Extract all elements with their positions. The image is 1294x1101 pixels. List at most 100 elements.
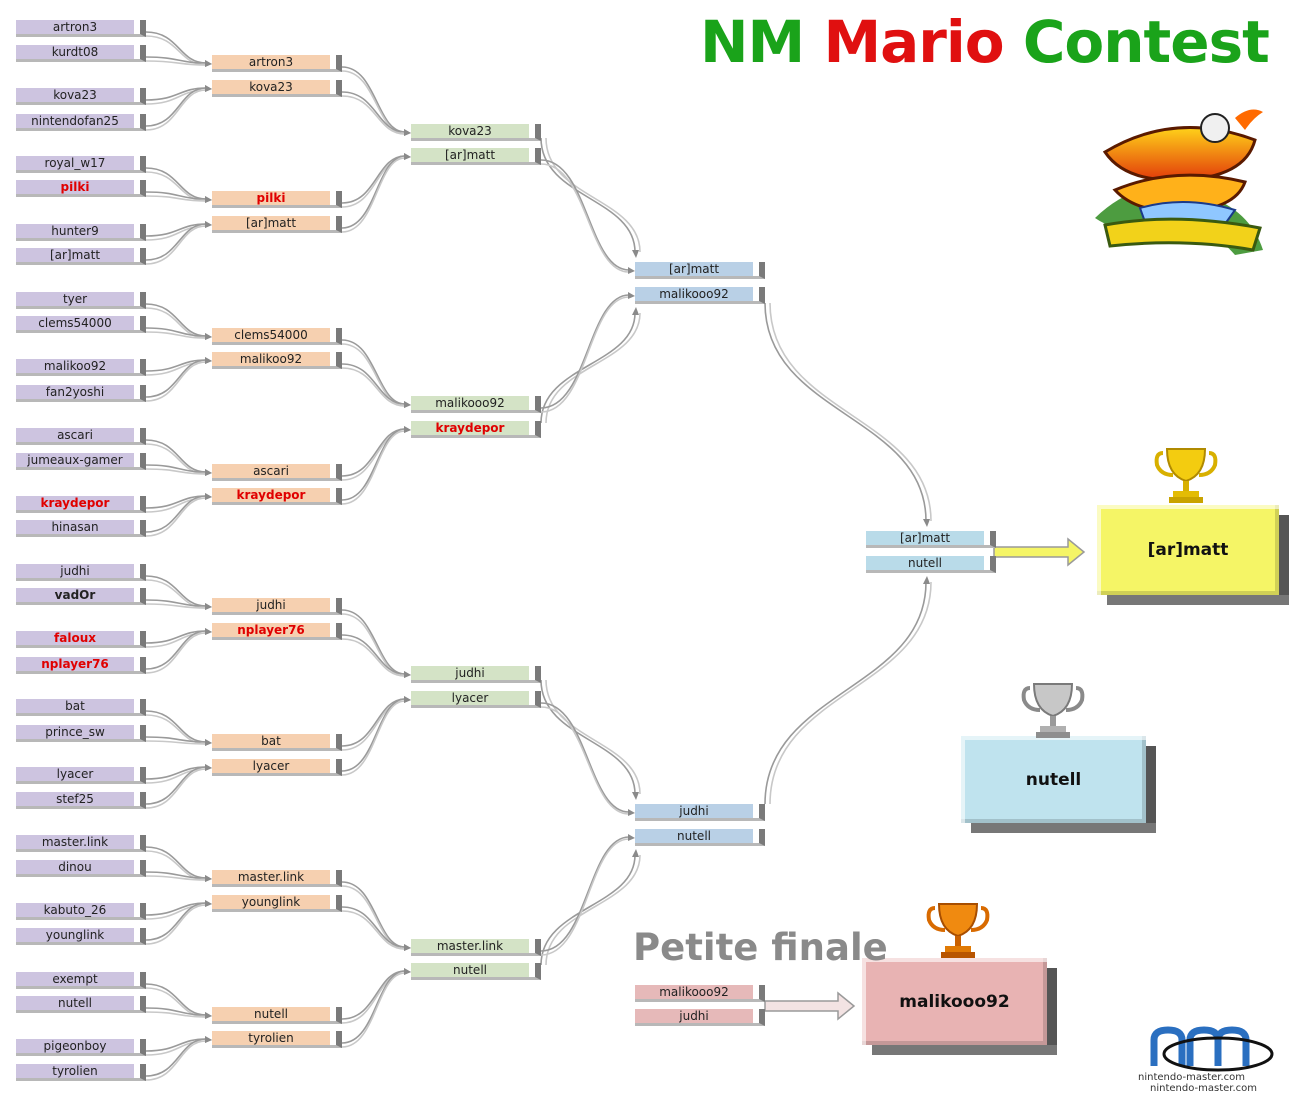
round3-player-slot: judhi [411,666,541,683]
page-title: NM Mario Contest [700,8,1270,76]
round1-player-slot: malikoo92 [16,359,146,376]
round1-player-slot: nintendofan25 [16,114,146,131]
bracket-connector [540,292,635,413]
round1-player-name: kurdt08 [16,45,134,59]
round2-player-name: younglink [212,895,330,909]
round2-player-slot: artron3 [212,55,342,72]
round3-player-slot: kova23 [411,124,541,141]
round4-player-name: judhi [635,804,753,818]
bracket-connector [145,167,212,203]
final-player-name: nutell [866,556,984,570]
round2-player-slot: malikoo92 [212,352,342,369]
podium-first: [ar]matt [1097,505,1289,605]
round2-player-slot: lyacer [212,759,342,776]
petite-finale-player-slot: malikooo92 [635,985,765,1002]
round1-player-name: artron3 [16,20,134,34]
round1-player-slot: jumeaux-gamer [16,453,146,470]
round1-player-slot: kova23 [16,88,146,105]
round3-player-name: malikooo92 [411,396,529,410]
petite-finale-player-name: malikooo92 [635,985,753,999]
round1-player-name: hunter9 [16,224,134,238]
final-player-slot: [ar]matt [866,531,996,548]
bracket-connector [540,834,635,956]
round4-player-slot: malikooo92 [635,287,765,304]
round1-player-name: lyacer [16,767,134,781]
bracket-connector [145,599,212,610]
round2-player-name: judhi [212,598,330,612]
bracket-connector [145,871,212,882]
bracket-connector [145,357,212,402]
bracket-connector [540,137,641,258]
round1-player-name: stef25 [16,792,134,806]
round4-player-name: [ar]matt [635,262,753,276]
arrow-right-icon [764,991,856,1021]
round3-player-slot: kraydepor [411,421,541,438]
round1-player-name: malikoo92 [16,359,134,373]
round1-player-slot: nplayer76 [16,657,146,674]
site-logo-text: nintendo-master.com [1138,1072,1246,1083]
round2-player-slot: kova23 [212,80,342,97]
bracket-connector [764,576,932,805]
round1-player-slot: fan2yoshi [16,385,146,402]
round3-player-name: [ar]matt [411,148,529,162]
round1-player-slot: tyer [16,292,146,309]
round3-player-name: master.link [411,939,529,953]
bracket-connector [145,221,212,265]
bracket-connector [341,66,411,136]
round1-player-name: pigeonboy [16,1039,134,1053]
final-player-slot: nutell [866,556,996,573]
round1-player-name: clems54000 [16,316,134,330]
round1-player-slot: exempt [16,972,146,989]
round1-player-slot: dinou [16,860,146,877]
round3-player-slot: [ar]matt [411,148,541,165]
round3-player-slot: lyacer [411,691,541,708]
round1-player-slot: pigeonboy [16,1039,146,1056]
bracket-connector [341,881,411,951]
round2-player-slot: nplayer76 [212,623,342,640]
round1-player-slot: royal_w17 [16,156,146,173]
bracket-connector [341,696,411,776]
podium-second-label: nutell [961,736,1146,823]
round1-player-slot: [ar]matt [16,248,146,265]
round1-player-slot: vadOr [16,588,146,605]
round1-player-name: faloux [16,631,134,645]
round2-player-slot: tyrolien [212,1031,342,1048]
round1-player-name: hinasan [16,520,134,534]
round2-player-name: artron3 [212,55,330,69]
bracket-connector [145,191,212,203]
bracket-connector [764,302,932,527]
round3-player-name: kraydepor [411,421,529,435]
bracket-connector [341,363,411,408]
petite-finale-label: Petite finale [633,926,888,969]
bracket-connector [145,56,212,67]
bracket-connector [540,159,635,274]
bracket-connector [341,426,411,505]
round2-player-slot: judhi [212,598,342,615]
trophy-gold-icon [1154,448,1218,503]
round1-player-name: royal_w17 [16,156,134,170]
bracket-connector [145,1036,212,1081]
bracket-connector [145,983,212,1019]
round2-player-slot: master.link [212,870,342,887]
bracket-connector [341,906,411,951]
round1-player-name: tyrolien [16,1064,134,1078]
round2-player-name: nplayer76 [212,623,330,637]
round1-player-slot: bat [16,699,146,716]
round1-player-slot: hinasan [16,520,146,537]
round4-player-name: malikooo92 [635,287,753,301]
round3-player-name: kova23 [411,124,529,138]
petite-finale-player-name: judhi [635,1009,753,1023]
bracket-connector [341,153,411,208]
podium-first-label: [ar]matt [1097,505,1279,595]
round1-player-name: jumeaux-gamer [16,453,134,467]
round1-player-name: [ar]matt [16,248,134,262]
site-logo-text-2: nintendo-master.com [1150,1083,1258,1094]
round2-player-slot: younglink [212,895,342,912]
round2-player-name: kraydepor [212,488,330,502]
round1-player-name: bat [16,699,134,713]
round1-player-slot: pilki [16,180,146,197]
round3-player-slot: nutell [411,963,541,980]
round1-player-slot: hunter9 [16,224,146,241]
bracket-connector [145,736,212,746]
round2-player-slot: bat [212,734,342,751]
